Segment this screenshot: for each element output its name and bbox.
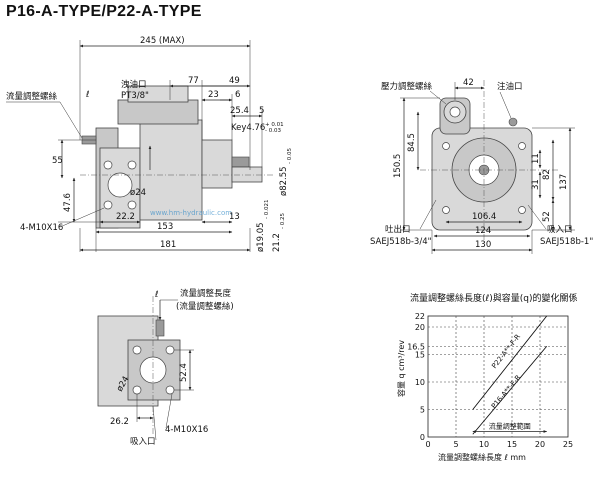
pump-housing — [139, 119, 203, 221]
port-circle — [107, 172, 133, 198]
key-label: Key4.76 — [231, 123, 265, 133]
dim-181: 181 — [160, 240, 176, 250]
detail-l: ℓ — [154, 290, 159, 300]
dim-49: 49 — [229, 76, 240, 86]
fill-port — [508, 117, 518, 127]
chart-ytick-label: 20 — [415, 323, 425, 332]
sae-in-label: SAEJ518b-1" — [540, 237, 593, 247]
sae-out-label: SAEJ518b-3/4" — [370, 237, 432, 247]
dim-82-55: ø82.55 — [279, 166, 289, 196]
shaft-tol: - 0.021 — [264, 200, 270, 219]
top-boss — [127, 85, 189, 103]
chart-xtick-label: 5 — [453, 440, 458, 449]
dim-130: 130 — [475, 240, 491, 250]
chart-xtick-label: 10 — [479, 440, 489, 449]
range-label: 流量調整範圍 — [489, 422, 531, 431]
dim-137: 137 — [559, 174, 569, 190]
chart-ytick-label: 10 — [415, 378, 425, 387]
dim-13: 13 — [229, 212, 240, 222]
dim-25-4: 25.4 — [230, 106, 249, 116]
chart-frame — [427, 315, 569, 438]
chart-ytick-label: 22 — [415, 312, 425, 321]
detail-screw — [155, 319, 165, 337]
watermark: www.hm-hydraulic.com — [150, 209, 232, 217]
detail-len-sub: (流量調整螺絲) — [176, 301, 234, 312]
key — [231, 156, 250, 168]
page-title: P16-A-TYPE/P22-A-TYPE — [6, 3, 202, 20]
dim-11: 11 — [531, 153, 541, 164]
dim-124: 124 — [475, 226, 491, 236]
chart-xtick-label: 15 — [507, 440, 517, 449]
dim-84-5: 84.5 — [407, 133, 417, 152]
bolts-label: 4-M10X16 — [20, 223, 63, 233]
key-tol-top: + 0.01 — [265, 122, 284, 128]
chart-xlabel: 流量調整螺絲長度 ℓ mm — [438, 452, 526, 462]
detail-len-label: 流量調整長度 — [180, 288, 232, 299]
chart-ylabel: 容量 q cm³/rev — [396, 340, 406, 397]
shaft-dia: ø19.05 — [256, 222, 266, 252]
detail-dim-52-4: 52.4 — [179, 363, 189, 382]
dim-77: 77 — [188, 76, 199, 86]
dim-153: 153 — [157, 222, 173, 232]
top-cover — [117, 99, 199, 125]
chart-ytick-label: 16.5 — [407, 342, 425, 351]
dim-150-5: 150.5 — [393, 154, 403, 178]
chart-ytick-label: 15 — [415, 351, 425, 360]
front-view: 42 壓力調整螺絲 注油口 150.5 84.5 137 82 11 31 52… — [370, 78, 593, 254]
dim-21-2-tol: - 0.25 — [280, 213, 286, 229]
dim-82-55-tol: - 0.05 — [287, 148, 293, 164]
dim-245: 245 (MAX) — [140, 36, 185, 46]
series-line-2 — [472, 345, 548, 435]
dim-6: 6 — [235, 90, 240, 100]
detail-view: ℓ 流量調整長度 (流量調整螺絲) ø24 52.4 26.2 4-M10X16… — [97, 288, 234, 447]
key-tol-bot: - 0.03 — [265, 128, 281, 134]
dim-82: 82 — [542, 169, 552, 180]
discharge-label: 吐出口 — [385, 224, 411, 235]
dim-42: 42 — [463, 78, 474, 88]
detail-bolts: 4-M10X16 — [165, 425, 208, 435]
dim-55: 55 — [52, 156, 63, 166]
capacity-chart: 流量調整螺絲長度(ℓ)與容量(q)的變化關係 容量 q cm³/rev 流量調整… — [396, 292, 577, 462]
side-view: www.hm-hydraulic.com 245 (MAX) 77 49 23 … — [6, 36, 293, 252]
detail-suction: 吸入口 — [130, 437, 156, 447]
dim-52: 52 — [542, 211, 552, 222]
drain-label: 洩油口 — [121, 79, 147, 90]
dim-23: 23 — [208, 90, 219, 100]
fill-port-label: 注油口 — [497, 81, 523, 92]
chart-xtick-label: 25 — [563, 440, 573, 449]
dia24-label: ø24 — [130, 188, 146, 198]
dim-22-2: 22.2 — [116, 212, 135, 222]
series-label-2: P16-A**-F-R — [490, 374, 523, 411]
pressure-screw-label: 壓力調整螺絲 — [381, 81, 433, 92]
chart-xtick-label: 0 — [425, 440, 430, 449]
chart-title: 流量調整螺絲長度(ℓ)與容量(q)的變化關係 — [410, 292, 577, 304]
flow-screw-label: 流量調整螺絲 — [6, 91, 58, 102]
pt38-label: PT3/8" — [121, 91, 149, 101]
chart-ytick-label: 5 — [420, 406, 425, 415]
front-flange — [201, 139, 233, 189]
dim-5: 5 — [259, 106, 264, 116]
detail-dim-26-2: 26.2 — [110, 417, 129, 427]
dim-21-2: 21.2 — [272, 233, 282, 252]
chart-ytick-label: 0 — [420, 433, 425, 442]
series-label-1: P22-A**-F-R — [490, 333, 522, 370]
dim-47-6: 47.6 — [63, 193, 73, 212]
suction-label: 吸入口 — [547, 225, 573, 235]
dim-106-4: 106.4 — [472, 212, 496, 222]
drive-shaft — [231, 166, 263, 183]
dim-31: 31 — [531, 179, 541, 190]
chart-xtick-label: 20 — [535, 440, 545, 449]
series-line-1 — [472, 315, 548, 410]
l-label: ℓ — [85, 90, 90, 100]
